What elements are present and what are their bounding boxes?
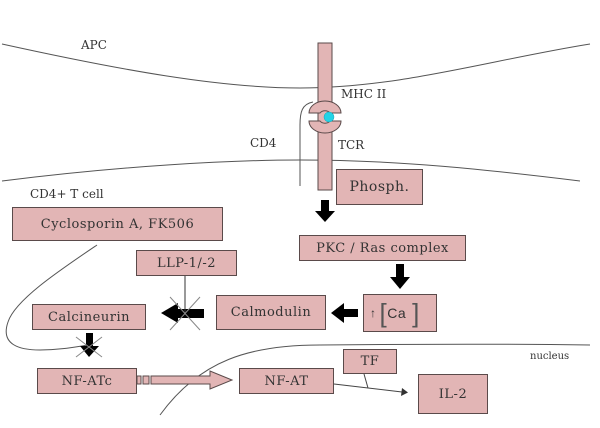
arrow-ca-to-calmodulin: [331, 303, 358, 323]
arrow-nfatc-to-nfat: [136, 370, 234, 390]
tcell-membrane: [1, 159, 581, 182]
node-nfat: NF-AT: [239, 368, 334, 394]
antigen-peptide: [323, 111, 335, 123]
apc-membrane: [1, 43, 591, 89]
cd4-coreceptor: [299, 101, 314, 186]
mhc-label: MHC II: [341, 87, 387, 101]
arrow-pkc-to-ca: [390, 264, 410, 289]
node-il2: IL-2: [418, 374, 488, 414]
tcr-label: TCR: [338, 138, 365, 152]
node-llp: LLP-1/-2: [136, 250, 237, 276]
llp-inhibition-cross: [169, 296, 201, 331]
ca-increase-icon: ↑: [370, 306, 377, 320]
tf-cofactor-line: [363, 373, 369, 389]
node-nfatc: NF-ATc: [37, 368, 137, 394]
ca-bracket-left: [: [379, 298, 388, 328]
apc-label: APC: [81, 38, 107, 52]
node-calmodulin: Calmodulin: [216, 295, 326, 330]
cyclosporin-inhibition-line: [5, 244, 98, 351]
nucleus-label: nucleus: [530, 351, 570, 362]
node-ca: ↑ [ Ca ]: [363, 294, 437, 332]
node-cyclosporin: Cyclosporin A, FK506: [12, 207, 223, 241]
node-calcineurin: Calcineurin: [32, 304, 146, 330]
node-phosph: Phosph.: [336, 169, 423, 205]
arrow-nfat-to-il2: [333, 373, 408, 396]
mhc-clamp: [308, 100, 342, 114]
arrow-phosph-to-pkc: [315, 200, 335, 222]
ca-bracket-right: ]: [412, 298, 420, 328]
tcr-clamp: [308, 120, 342, 134]
cyclosporin-inhibition-cross: [75, 336, 103, 358]
node-pkc-ras: PKC / Ras complex: [299, 235, 466, 261]
arrow-calmodulin-to-calcineurin: [161, 303, 204, 323]
node-tf: TF: [343, 349, 397, 374]
ca-label: Ca: [387, 305, 407, 321]
arrow-calcineurin-to-nfatc: [80, 333, 99, 357]
cd4-label: CD4: [250, 136, 277, 150]
nuclear-membrane: [159, 343, 591, 416]
tcell-label: CD4+ T cell: [30, 187, 104, 201]
